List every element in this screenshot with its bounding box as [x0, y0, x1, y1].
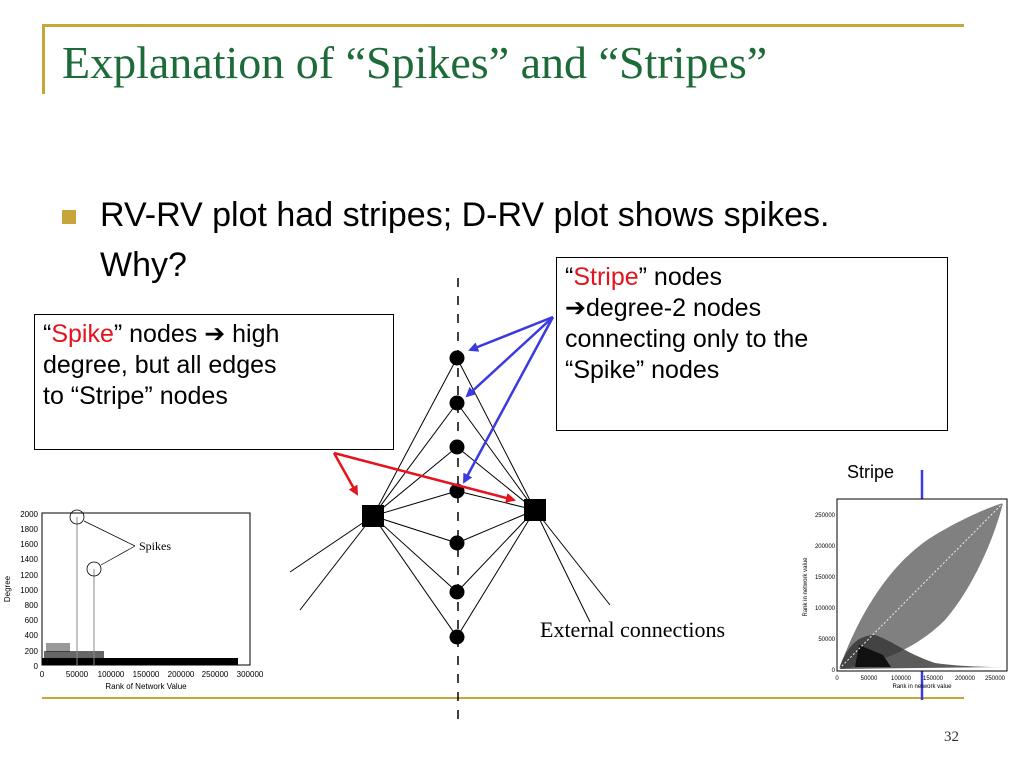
ytick-label: 50000	[818, 637, 835, 643]
external-connections-label: External connections	[540, 617, 726, 642]
blue-arrow-2	[465, 316, 554, 398]
xtick-label: 0	[835, 676, 839, 682]
chart-xlabel: Rank of Network Value	[105, 682, 187, 691]
xtick-label: 250000	[985, 676, 1006, 682]
ytick-label: 1400	[20, 555, 38, 564]
red-arrow-right	[333, 451, 516, 503]
ytick-label: 0	[34, 662, 39, 671]
xtick-label: 300000	[237, 670, 264, 679]
stripe-keyword: Stripe	[573, 263, 639, 291]
ytick-label: 200	[25, 647, 39, 656]
frame-bottom-rule	[42, 697, 964, 699]
chart-scatter	[42, 643, 238, 665]
spike-callout-line1: “Spike” nodes ➔ high	[43, 320, 280, 348]
blue-arrow-1	[468, 315, 554, 352]
spike-keyword: Spike	[51, 320, 114, 348]
stripe-callout-line1: “Stripe” nodes	[565, 263, 723, 291]
chart-xticks: 0 50000 100000 150000 200000 250000	[835, 676, 1005, 682]
xtick-label: 50000	[861, 676, 878, 682]
ytick-label: 400	[25, 631, 39, 640]
stripe-node	[449, 439, 465, 455]
spikes-annotation: Spikes	[139, 539, 171, 553]
spike-node-left	[362, 505, 384, 527]
ytick-label: 1200	[20, 571, 38, 580]
stripe-node	[449, 535, 465, 551]
stripe-callout-line3: connecting only to the	[565, 325, 809, 353]
stripe-nodes	[449, 350, 465, 645]
stripe-callout-line2: ➔degree-2 nodes	[565, 294, 762, 322]
blue-arrow-3	[462, 316, 555, 484]
ytick-label: 150000	[815, 575, 836, 581]
bullet-square-icon	[62, 210, 76, 224]
spike-circle-1	[69, 509, 85, 525]
stripe-callout: “Stripe” nodes ➔degree-2 nodes connectin…	[556, 257, 948, 431]
degree-rank-chart: 2000 1800 1600 1400 1200 1000 800 600 40…	[3, 509, 264, 691]
stripe-label: Stripe	[847, 462, 895, 482]
xtick-label: 50000	[66, 670, 89, 679]
ytick-label: 0	[832, 668, 836, 674]
chart-yticks: 2000 1800 1600 1400 1200 1000 800 600 40…	[20, 510, 38, 671]
spike-callout-line2: degree, but all edges	[43, 351, 277, 379]
page-number: 32	[944, 729, 959, 745]
ytick-label: 1800	[20, 525, 38, 534]
ytick-label: 1600	[20, 540, 38, 549]
stripe-node	[449, 395, 465, 411]
red-arrow-left	[332, 452, 359, 496]
ytick-label: 2000	[20, 510, 38, 519]
ytick-label: 600	[25, 616, 39, 625]
xtick-label: 250000	[202, 670, 229, 679]
xtick-label: 100000	[98, 670, 125, 679]
frame-left-rule	[42, 24, 45, 94]
chart-yticks: 250000 200000 150000 100000 50000 0	[815, 513, 836, 674]
chart-ylabel: Rank in network value	[803, 557, 809, 617]
chart-xlabel: Rank in network value	[892, 684, 952, 690]
ytick-label: 800	[25, 601, 39, 610]
xtick-label: 0	[40, 670, 45, 679]
rank-rank-chart: 250000 200000 150000 100000 50000 0 0 50…	[803, 498, 1008, 690]
xtick-label: 150000	[923, 676, 944, 682]
xtick-label: 200000	[168, 670, 195, 679]
bullet-text: RV-RV plot had stripes; D-RV plot shows …	[100, 196, 830, 284]
spike-callout-line3: to “Stripe” nodes	[43, 382, 228, 410]
spike-circle-2	[86, 561, 102, 577]
frame-top-rule	[42, 24, 964, 27]
stripe-node	[449, 584, 465, 600]
right-arrow-icon: ➔	[204, 320, 226, 348]
spike-callout: “Spike” nodes ➔ high degree, but all edg…	[34, 314, 394, 450]
xtick-label: 100000	[891, 676, 912, 682]
ytick-label: 200000	[815, 544, 836, 550]
ytick-label: 100000	[815, 606, 836, 612]
chart-diagonal	[838, 502, 1004, 670]
slide-title: Explanation of “Spikes” and “Stripes”	[62, 37, 768, 88]
stripe-callout-line4: “Spike” nodes	[565, 356, 720, 384]
stripe-node	[449, 629, 465, 645]
spike-node-right	[524, 499, 546, 521]
chart-ylabel: Degree	[3, 575, 12, 602]
right-arrow-icon: ➔	[565, 294, 586, 322]
ytick-label: 250000	[815, 513, 836, 519]
ytick-label: 1000	[20, 586, 38, 595]
xtick-label: 150000	[133, 670, 160, 679]
xtick-label: 200000	[955, 676, 976, 682]
chart-frame	[41, 512, 251, 666]
chart-xticks: 0 50000 100000 150000 200000 250000 3000…	[40, 670, 264, 679]
graph-edges	[289, 357, 611, 638]
stripe-node	[449, 350, 465, 366]
